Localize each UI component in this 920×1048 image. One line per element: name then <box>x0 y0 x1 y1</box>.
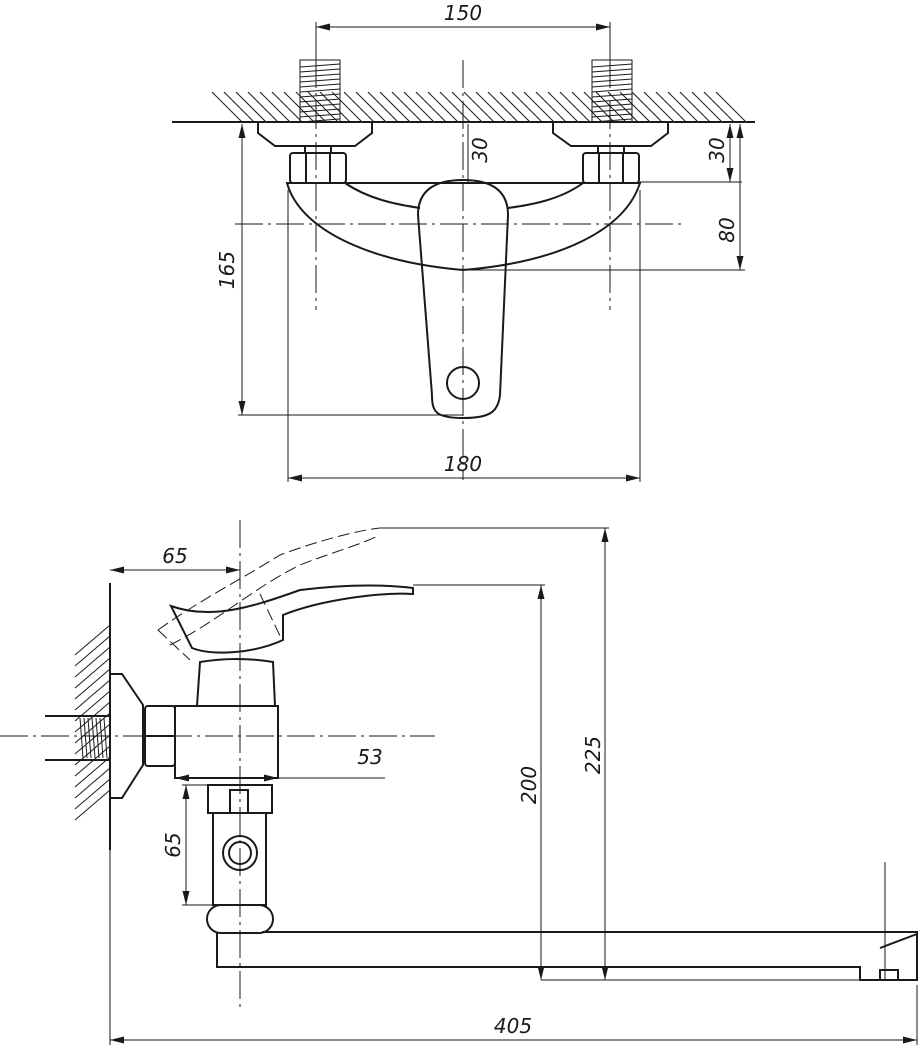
nut-left <box>289 152 347 184</box>
top-view: 150 30 30 80 165 180 <box>172 1 755 482</box>
inlet-pipe <box>45 715 110 761</box>
handle-lever <box>416 178 510 420</box>
aerator <box>879 969 899 981</box>
dim-eccentric-left: 30 <box>468 137 492 162</box>
dim-spout-length: 405 <box>494 1014 532 1038</box>
dim-spout-height: 200 <box>517 766 541 804</box>
dim-inlet-spacing: 150 <box>444 1 482 25</box>
handle-raised-position <box>157 527 381 661</box>
inlet-thread-left <box>299 59 341 123</box>
dim-overall-width: 180 <box>444 452 482 476</box>
inlet-thread-right <box>591 59 633 123</box>
side-view: 65 53 65 200 225 405 <box>0 520 918 1045</box>
nut-right <box>582 152 640 184</box>
dim-handle-offset: 65 <box>162 544 187 568</box>
cartridge-housing <box>196 658 276 707</box>
flange-side <box>110 673 144 799</box>
flange-left <box>257 121 373 147</box>
dim-outlet-drop: 65 <box>161 832 185 857</box>
dim-body-depth: 80 <box>715 217 739 242</box>
flange-right <box>552 121 669 147</box>
handle-side <box>168 584 414 654</box>
dim-eccentric-right: 30 <box>705 137 729 162</box>
dim-handle-top-height: 225 <box>581 736 605 774</box>
dim-handle-height: 165 <box>215 251 239 289</box>
spout <box>216 931 918 981</box>
wall-hatching-side <box>74 624 111 821</box>
dim-body-width: 53 <box>357 745 382 769</box>
mixer-body-side <box>174 705 279 779</box>
wall-hatching <box>211 91 747 123</box>
